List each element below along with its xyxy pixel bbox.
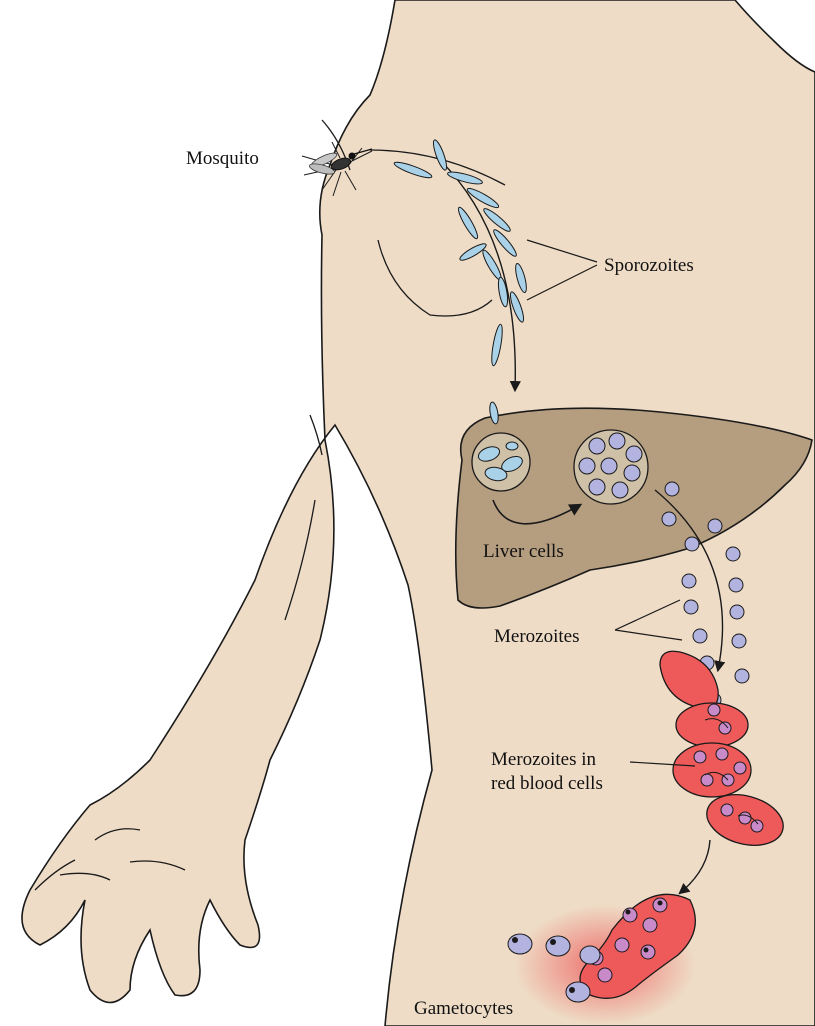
liver-cell-early bbox=[472, 433, 530, 491]
liver-cell-mature bbox=[574, 430, 648, 504]
label-liver-cells: Liver cells bbox=[483, 540, 564, 564]
label-merozoites: Merozoites bbox=[494, 625, 579, 649]
label-merozoites-rbc-line2: red blood cells bbox=[491, 772, 603, 796]
label-sporozoites: Sporozoites bbox=[604, 254, 694, 278]
label-merozoites-rbc-line1: Merozoites in bbox=[491, 748, 596, 772]
label-gametocytes: Gametocytes bbox=[414, 997, 513, 1021]
label-mosquito: Mosquito bbox=[186, 147, 259, 171]
